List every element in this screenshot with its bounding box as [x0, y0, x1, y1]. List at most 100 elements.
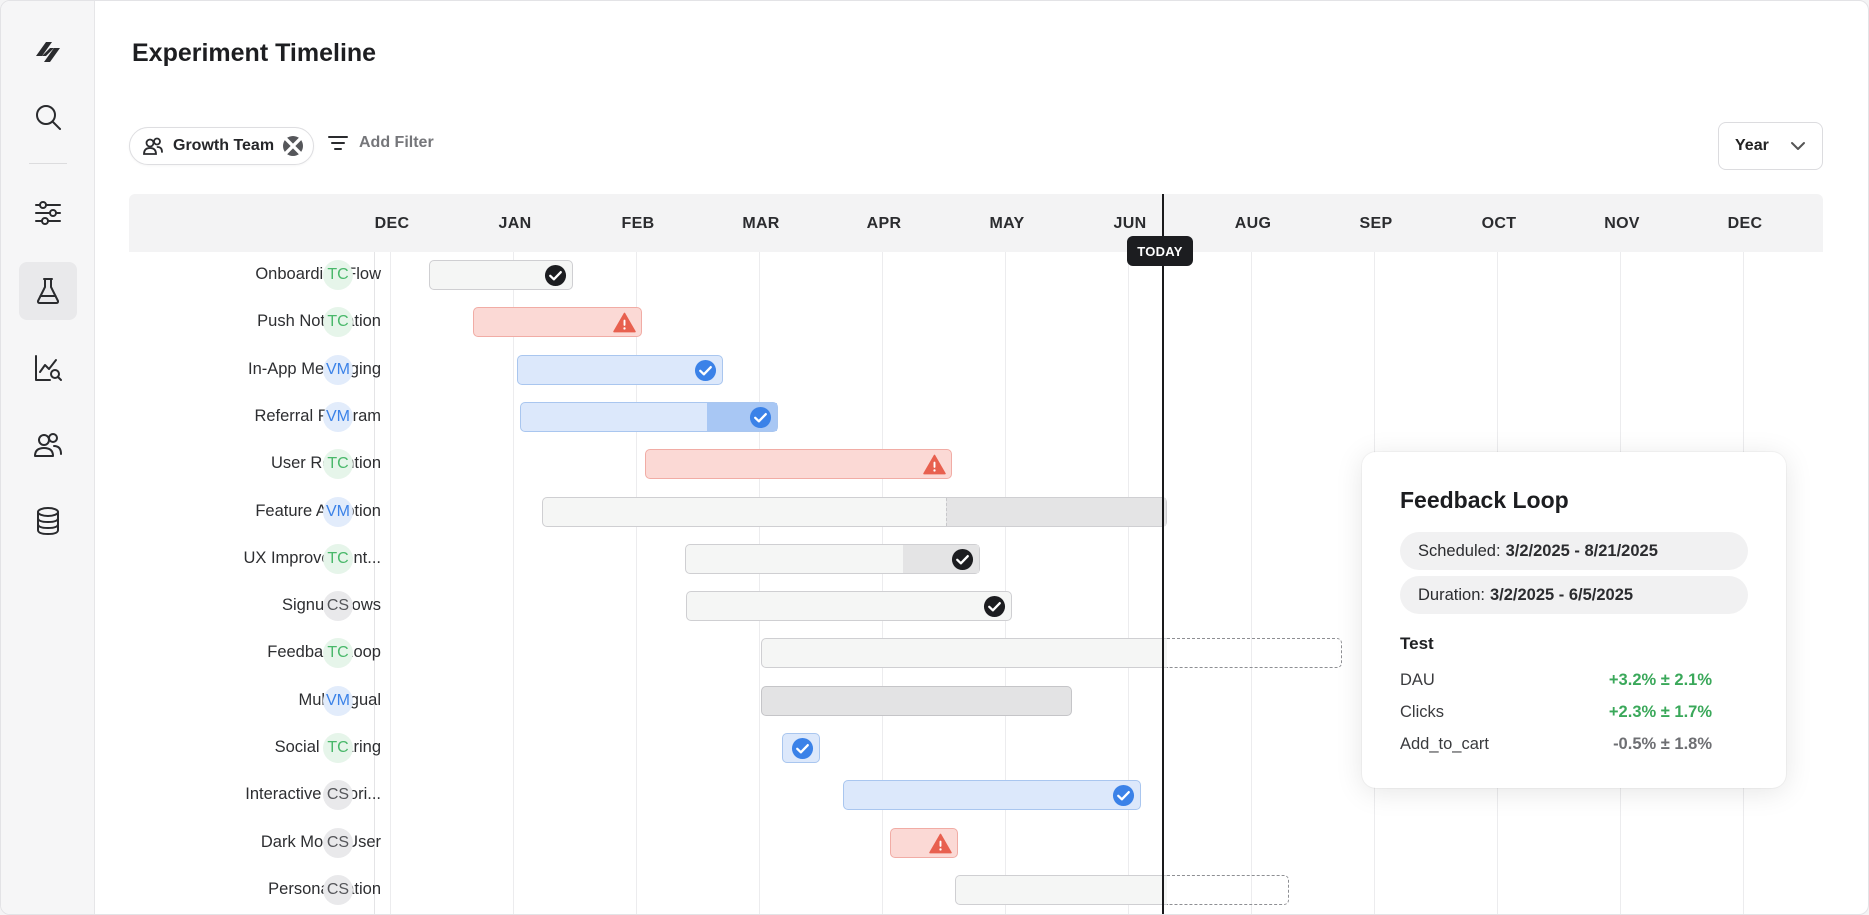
owner-avatar: VM — [323, 685, 353, 716]
experiment-bar[interactable] — [428, 260, 573, 290]
warning-icon — [929, 832, 952, 855]
experiment-bar[interactable] — [955, 874, 1167, 905]
owner-avatar: VM — [323, 401, 353, 432]
experiment-name[interactable]: Onboarding Flow — [255, 265, 381, 283]
owner-avatar: TC — [323, 638, 353, 669]
warning-icon — [612, 311, 636, 334]
warning-icon — [922, 453, 946, 476]
metric-value: +3.2% ± 2.1% — [1608, 670, 1712, 689]
settings-sliders-icon[interactable] — [19, 184, 77, 242]
owner-avatar: CS — [323, 827, 353, 858]
owner-avatar: VM — [323, 354, 353, 385]
month-label: DEC — [374, 215, 410, 232]
add-filter-button[interactable]: Add Filter — [327, 132, 434, 154]
owner-avatar: TC — [323, 449, 353, 480]
month-label: AUG — [1234, 215, 1272, 232]
experiment-name[interactable]: In-App Messaging — [248, 359, 381, 378]
owner-avatar: VM — [323, 496, 353, 527]
month-label: MAR — [742, 215, 780, 232]
month-label: APR — [866, 215, 902, 232]
popover-title: Feedback Loop — [1400, 487, 1569, 513]
experiment-name[interactable]: Push Notification — [257, 312, 381, 331]
month-gridline — [759, 252, 760, 914]
remove-filter-icon[interactable] — [283, 136, 304, 156]
metric-row: Clicks +2.3% ± 1.7% — [1400, 696, 1712, 728]
month-label: FEB — [621, 215, 655, 232]
experiment-bar[interactable] — [542, 496, 1167, 527]
metric-name: DAU — [1400, 670, 1435, 689]
owner-avatar: TC — [323, 307, 353, 338]
experiment-bar[interactable] — [519, 401, 779, 432]
owner-avatar: CS — [323, 591, 353, 622]
experiment-name[interactable]: UX Improvement... — [243, 548, 381, 567]
month-gridline — [636, 252, 637, 914]
month-label: JUN — [1113, 215, 1147, 232]
bar-segment — [946, 497, 1166, 526]
flask-icon[interactable] — [19, 262, 77, 320]
month-gridline — [1005, 252, 1006, 914]
range-select-value: Year — [1735, 137, 1769, 154]
month-header — [129, 194, 1823, 252]
month-label: NOV — [1604, 215, 1640, 232]
experiment-bar[interactable] — [781, 733, 821, 763]
experiment-bar[interactable] — [843, 780, 1142, 811]
logo-icon[interactable] — [19, 23, 77, 81]
planned-extension-bar — [1166, 874, 1289, 905]
popover-section-title: Test — [1400, 634, 1434, 653]
database-icon[interactable] — [19, 492, 77, 550]
month-gridline — [1251, 252, 1252, 914]
experiment-bar[interactable] — [645, 449, 952, 480]
duration-label: Duration: — [1418, 585, 1485, 604]
experiment-name[interactable]: Feature Adoption — [255, 501, 381, 520]
month-gridline — [390, 252, 391, 914]
metric-value: -0.5% ± 1.8% — [1613, 734, 1712, 753]
search-icon[interactable] — [19, 88, 77, 146]
add-filter-label: Add Filter — [359, 134, 434, 151]
duration-value: 3/2/2025 - 6/5/2025 — [1489, 585, 1634, 604]
today-badge: TODAY — [1127, 236, 1193, 266]
experiment-bar[interactable] — [761, 638, 1167, 669]
month-label: MAY — [989, 215, 1025, 232]
metrics-list: DAU +3.2% ± 2.1% Clicks +2.3% ± 1.7% Add_to_… — [1400, 664, 1748, 760]
owner-avatar: TC — [323, 733, 353, 763]
experiment-bar[interactable] — [517, 354, 723, 385]
experiment-bar[interactable] — [890, 827, 958, 858]
check-circle-icon — [544, 264, 567, 287]
experiment-bar[interactable] — [473, 307, 642, 338]
check-circle-icon — [694, 359, 717, 382]
month-label: SEP — [1359, 215, 1393, 232]
users-icon[interactable] — [19, 416, 77, 474]
scheduled-value: 3/2/2025 - 8/21/2025 — [1505, 541, 1658, 560]
analytics-icon[interactable] — [19, 339, 77, 397]
range-select[interactable]: Year — [1718, 122, 1823, 170]
planned-extension-bar — [1166, 638, 1342, 669]
month-label: DEC — [1727, 215, 1763, 232]
experiment-name[interactable]: Referral Program — [254, 406, 381, 425]
metric-name: Clicks — [1400, 702, 1444, 721]
experiment-bar[interactable] — [684, 543, 980, 574]
filter-chip-growth-team[interactable]: Growth Team — [129, 127, 315, 165]
owner-avatar: TC — [323, 543, 353, 574]
month-gridline — [513, 252, 514, 914]
sidebar — [1, 1, 95, 914]
filter-icon — [328, 136, 348, 150]
metric-name: Add_to_cart — [1400, 734, 1489, 753]
check-circle-icon — [791, 737, 814, 760]
metric-row: Add_to_cart -0.5% ± 1.8% — [1400, 728, 1712, 760]
experiment-bar[interactable] — [685, 591, 1012, 622]
experiment-name[interactable]: Interactive Tutori... — [245, 785, 381, 804]
experiment-bar[interactable] — [761, 685, 1073, 716]
check-circle-icon — [1112, 784, 1135, 807]
chevron-down-icon — [1790, 142, 1805, 150]
sidebar-divider — [29, 163, 67, 164]
team-icon — [143, 137, 163, 155]
month-label: OCT — [1481, 215, 1517, 232]
page-title: Experiment Timeline — [132, 39, 377, 67]
metric-value: +2.3% ± 1.7% — [1608, 702, 1712, 721]
experiment-name[interactable]: Dark Mode User — [260, 832, 381, 851]
check-circle-icon — [951, 548, 974, 571]
label-column-divider — [374, 252, 375, 914]
owner-avatar: TC — [323, 260, 353, 290]
